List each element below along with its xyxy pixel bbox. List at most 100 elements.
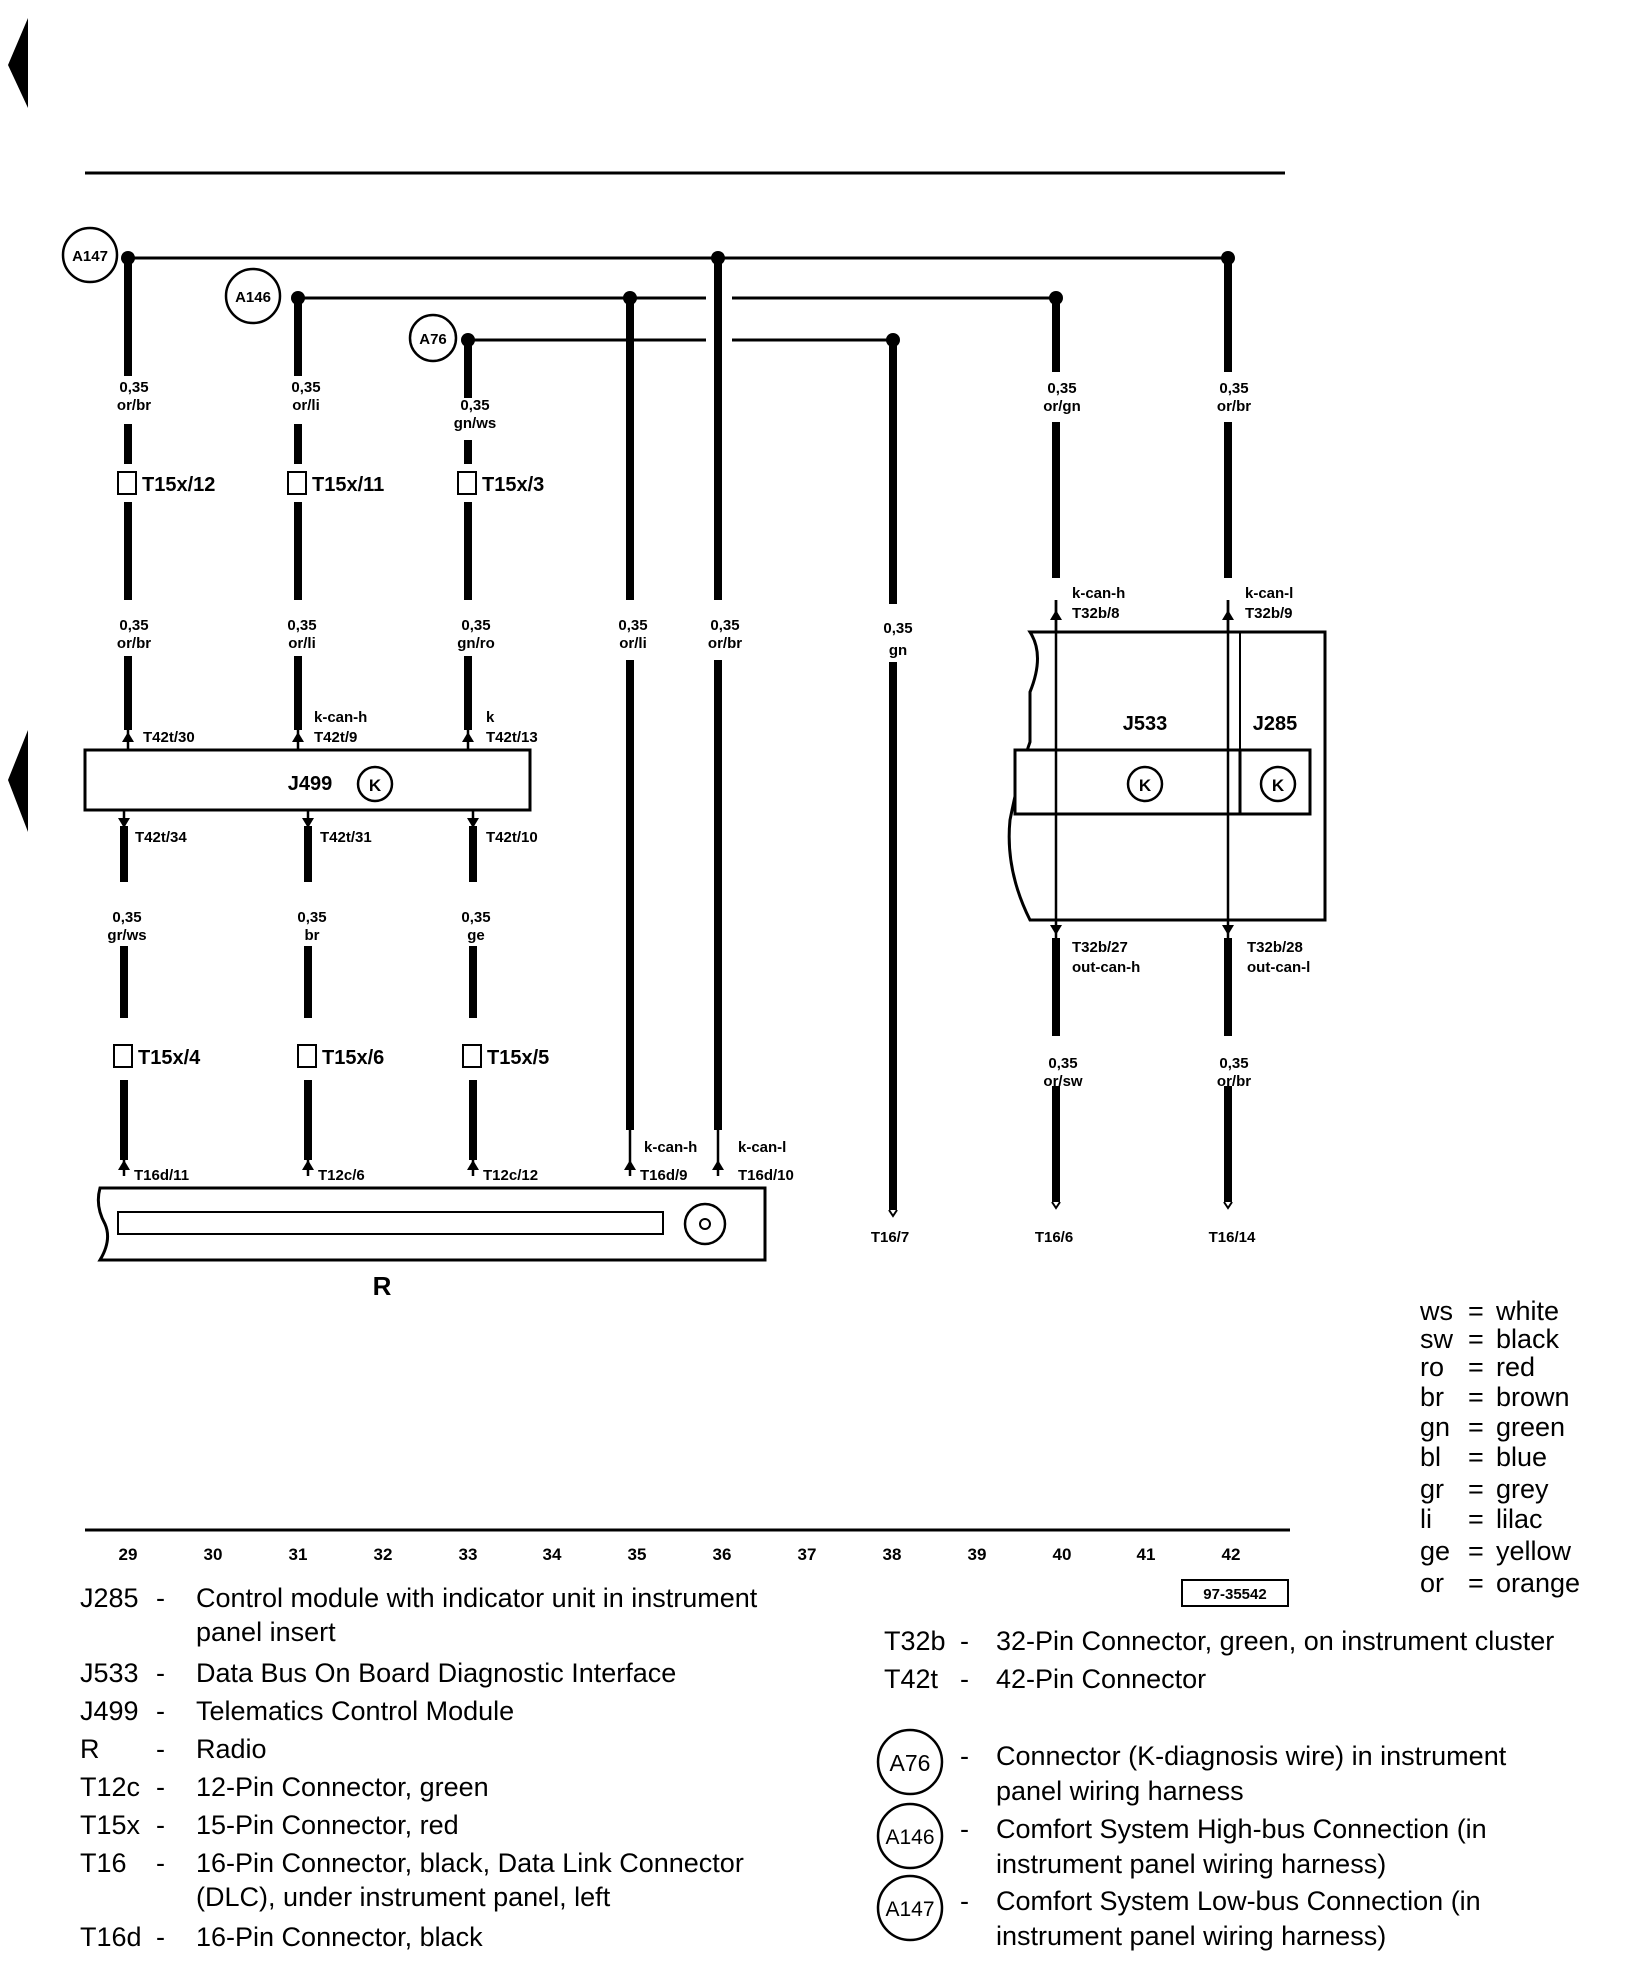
- ruler-number: 29: [119, 1545, 138, 1564]
- legend-desc: panel insert: [196, 1617, 336, 1647]
- figure-id-box: [1181, 1579, 1289, 1607]
- color-key-sep: =: [1468, 1412, 1484, 1442]
- j285-k-symbol: [1259, 765, 1297, 803]
- color-key-name: green: [1496, 1412, 1565, 1442]
- legend-node-code: A146: [885, 1826, 934, 1849]
- legend-node-code: A147: [885, 1898, 934, 1921]
- connector-label: T15x/12: [142, 474, 215, 496]
- wire-color: or/br: [1217, 398, 1251, 415]
- pin-label: T32b/8: [1072, 605, 1120, 622]
- legend-desc: Telematics Control Module: [196, 1696, 514, 1726]
- wire-gauge: 0,35: [287, 617, 316, 634]
- color-key-code: li: [1420, 1504, 1432, 1534]
- wire-gauge: 0,35: [1047, 380, 1076, 397]
- legend-node-a146: [876, 1802, 944, 1870]
- connector-label: T15x/11: [312, 474, 384, 496]
- color-key-sep: =: [1468, 1504, 1484, 1534]
- legend-desc: 16-Pin Connector, black: [196, 1922, 483, 1952]
- bus-lines: [128, 256, 1228, 342]
- color-key-sep: =: [1468, 1382, 1484, 1412]
- wire-color: or/br: [1217, 1073, 1251, 1090]
- ruler-number: 41: [1137, 1545, 1156, 1564]
- wire-gauge: 0,35: [297, 909, 326, 926]
- legend-desc: instrument panel wiring harness): [996, 1849, 1386, 1879]
- legend-dash: -: [156, 1696, 165, 1726]
- t15x-labels: T15x/12 T15x/11 T15x/3 T15x/4 T15x/6 T15…: [138, 474, 549, 1069]
- pin-signal: out-can-h: [1072, 959, 1140, 976]
- legend-code: R: [80, 1734, 100, 1764]
- legend-dash: -: [960, 1626, 969, 1656]
- legend-dash: -: [156, 1658, 165, 1688]
- pin-label: T16/6: [1035, 1229, 1073, 1246]
- wire-color: gn/ro: [457, 635, 495, 652]
- legend-node-a76: [876, 1728, 944, 1796]
- ruler-number: 42: [1222, 1545, 1241, 1564]
- wire-color: gr/ws: [107, 927, 146, 944]
- node-a147-label: A147: [72, 248, 108, 265]
- j499-k-text: K: [369, 776, 382, 795]
- legend-code: J499: [80, 1696, 139, 1726]
- color-key-sep: =: [1468, 1324, 1484, 1354]
- pin-label: T12c/12: [483, 1167, 538, 1184]
- connector-label: T15x/6: [322, 1047, 384, 1069]
- legend-desc: 16-Pin Connector, black, Data Link Conne…: [196, 1848, 744, 1878]
- wire-color: or/br: [708, 635, 742, 652]
- pin-label: T16/14: [1209, 1229, 1256, 1246]
- figure-id: 97-35542: [1203, 1586, 1266, 1603]
- pin-label: T16/7: [871, 1229, 909, 1246]
- legend-desc: 15-Pin Connector, red: [196, 1810, 459, 1840]
- color-key-code: gn: [1420, 1412, 1450, 1442]
- color-key: ws = white sw = black ro = red br = brow…: [1419, 1296, 1580, 1598]
- legend-desc: Radio: [196, 1734, 267, 1764]
- connector-label: T15x/5: [487, 1047, 549, 1069]
- legend-nodes: A76 - Connector (K-diagnosis wire) in in…: [876, 1728, 1507, 1951]
- color-key-code: bl: [1420, 1442, 1441, 1472]
- wire-color: br: [305, 927, 320, 944]
- pin-signal: k: [486, 709, 495, 726]
- color-key-sep: =: [1468, 1536, 1484, 1566]
- radio-label: R: [373, 1271, 392, 1301]
- ruler-number: 39: [968, 1545, 987, 1564]
- connector-label: T15x/4: [138, 1047, 201, 1069]
- wire-color: or/sw: [1043, 1073, 1083, 1090]
- node-a146-label: A146: [235, 289, 271, 306]
- legend-node-code: A76: [890, 1750, 931, 1776]
- wire-color: or/li: [288, 635, 316, 652]
- pin-label: T42t/10: [486, 829, 538, 846]
- legend-code: T15x: [80, 1810, 141, 1840]
- color-key-name: grey: [1496, 1474, 1549, 1504]
- wire-gauge: 0,35: [618, 617, 647, 634]
- ruler-number: 38: [883, 1545, 902, 1564]
- pin-label: T42t/34: [135, 829, 187, 846]
- legend-dash: -: [156, 1734, 165, 1764]
- pin-label: T12c/6: [318, 1167, 365, 1184]
- j499-label: J499: [288, 773, 333, 795]
- pin-signal: k-can-l: [738, 1139, 786, 1156]
- pin-label: T42t/9: [314, 729, 357, 746]
- j285-label: J285: [1253, 713, 1298, 735]
- j499-module: [83, 748, 532, 812]
- color-key-sep: =: [1468, 1352, 1484, 1382]
- legend-code: T42t: [884, 1664, 939, 1694]
- legend-desc: Control module with indicator unit in in…: [196, 1583, 758, 1613]
- color-key-code: ws: [1419, 1296, 1453, 1326]
- ruler-number: 31: [289, 1545, 308, 1564]
- pin-label: T42t/30: [143, 729, 195, 746]
- connector-label: T15x/3: [482, 474, 544, 496]
- wire-gauge: 0,35: [119, 379, 148, 396]
- ruler-number: 32: [374, 1545, 393, 1564]
- node-a76-label: A76: [419, 331, 447, 348]
- color-key-code: ge: [1420, 1536, 1450, 1566]
- wire-color: or/li: [292, 397, 320, 414]
- wire-gauge: 0,35: [112, 909, 141, 926]
- node-a147: A147: [61, 226, 119, 284]
- page-marker-mid: [8, 730, 28, 832]
- color-key-code: sw: [1420, 1324, 1454, 1354]
- wire-gauge: 0,35: [1048, 1055, 1077, 1072]
- pin-label: T16d/9: [640, 1167, 688, 1184]
- color-key-sep: =: [1468, 1474, 1484, 1504]
- j499-k-symbol: [356, 765, 394, 803]
- pin-signal: k-can-h: [644, 1139, 697, 1156]
- pin-signal: k-can-l: [1245, 585, 1293, 602]
